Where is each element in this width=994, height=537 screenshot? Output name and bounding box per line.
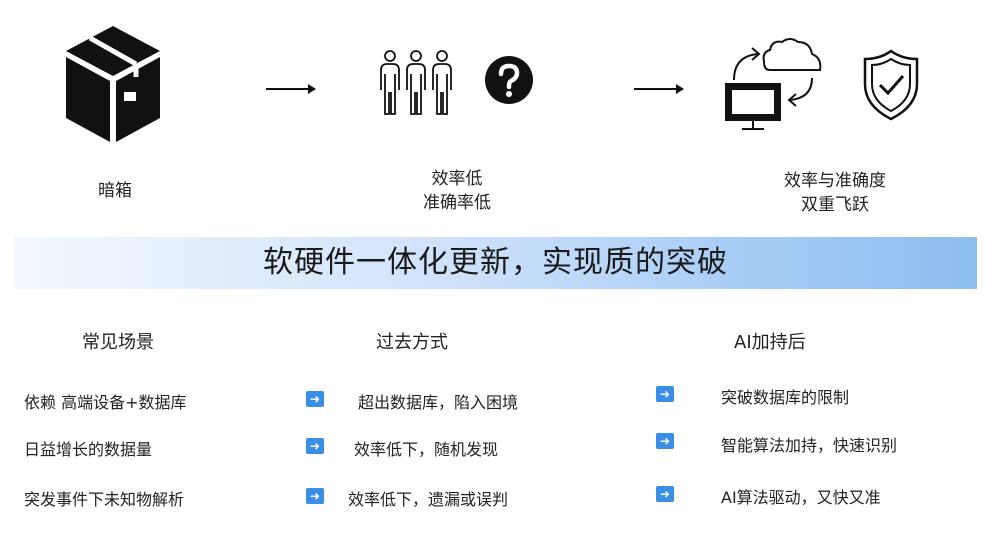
arrow-right-icon: ➜ <box>306 438 324 454</box>
scenario-item: 日益增长的数据量 <box>24 440 153 459</box>
cloud-sync-computer-icon <box>722 34 828 134</box>
arrow-right-icon: ➜ <box>306 488 324 504</box>
arrow-right-icon: ➜ <box>656 433 674 449</box>
stage-2-label: 效率低 准确率低 <box>402 167 512 215</box>
people-group-icon <box>378 48 454 118</box>
stage-1-label: 暗箱 <box>90 179 140 203</box>
scenario-item: 突发事件下未知物解析 <box>24 490 185 509</box>
stage-3-label: 效率与准确度 双重飞跃 <box>762 169 908 217</box>
flow-arrow <box>634 84 684 94</box>
banner-text: 软硬件一体化更新，实现质的突破 <box>263 245 728 280</box>
stage-3-label-line-2: 双重飞跃 <box>801 195 869 215</box>
past-item: 效率低下，随机发现 <box>354 440 499 459</box>
ai-item: AI算法驱动，又快又准 <box>721 488 881 507</box>
arrow-right-icon: ➜ <box>306 391 324 407</box>
question-icon <box>484 55 534 105</box>
column-header-ai: AI加持后 <box>734 332 806 353</box>
package-box-icon <box>60 22 166 146</box>
stage-3-label-line-1: 效率与准确度 <box>784 171 886 191</box>
past-item: 效率低下，遗漏或误判 <box>348 490 509 509</box>
scenario-item: 依赖 高端设备+数据库 <box>24 393 187 412</box>
flow-arrow <box>266 84 316 94</box>
arrow-right-icon: ➜ <box>656 486 674 502</box>
stage-2-label-line-2: 准确率低 <box>423 193 491 213</box>
stage-2-label-line-1: 效率低 <box>431 169 483 189</box>
column-header-past: 过去方式 <box>376 332 448 353</box>
ai-item: 智能算法加持，快速识别 <box>721 436 898 455</box>
stage-1-label-line: 暗箱 <box>98 181 132 201</box>
arrow-right-icon: ➜ <box>656 386 674 402</box>
shield-check-icon <box>862 48 920 122</box>
past-item: 超出数据库，陷入困境 <box>358 393 519 412</box>
summary-banner: 软硬件一体化更新，实现质的突破 <box>14 237 977 289</box>
ai-item: 突破数据库的限制 <box>721 388 850 407</box>
column-header-scenarios: 常见场景 <box>82 332 154 353</box>
